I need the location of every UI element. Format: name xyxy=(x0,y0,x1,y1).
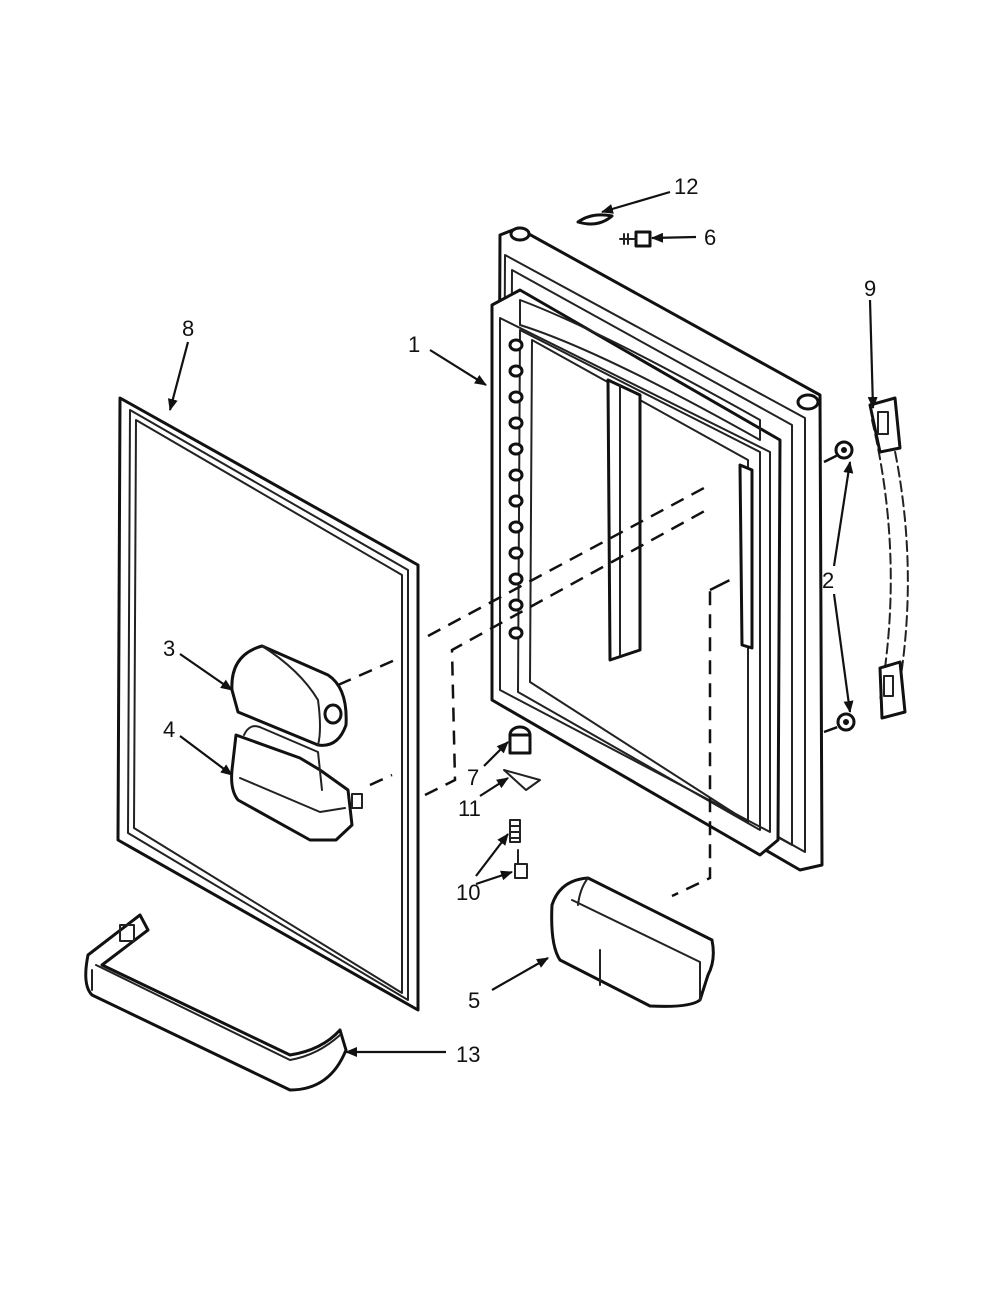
assembly-lines xyxy=(337,486,731,898)
callout-7: 7 xyxy=(467,765,479,790)
callout-11: 11 xyxy=(458,796,481,821)
callout-12: 12 xyxy=(674,174,698,199)
part-12-clip xyxy=(576,213,614,226)
door-frame-part-1 xyxy=(490,226,824,872)
callout-4: 4 xyxy=(163,717,175,742)
callout-2: 2 xyxy=(822,568,834,593)
callout-3: 3 xyxy=(163,636,175,661)
washers-part-2 xyxy=(823,440,856,734)
hinge-parts-7-10-11 xyxy=(503,725,541,879)
callout-1: 1 xyxy=(408,332,420,357)
trim-part-13 xyxy=(84,913,348,1092)
dairy-door-part-3 xyxy=(230,644,348,747)
part-6-screw xyxy=(619,230,652,248)
callout-8: 8 xyxy=(182,316,194,341)
callout-9: 9 xyxy=(864,276,876,301)
door-bin-part-5 xyxy=(550,876,715,1008)
callout-labels: 12 6 1 8 9 2 3 4 7 11 10 5 13 xyxy=(163,174,876,1067)
callout-arrows xyxy=(167,190,878,1057)
callout-10: 10 xyxy=(456,880,480,905)
callout-5: 5 xyxy=(468,988,480,1013)
callout-6: 6 xyxy=(704,225,716,250)
handle-part-9 xyxy=(868,396,909,720)
shelf-pegs xyxy=(508,338,524,640)
callout-13: 13 xyxy=(456,1042,480,1067)
